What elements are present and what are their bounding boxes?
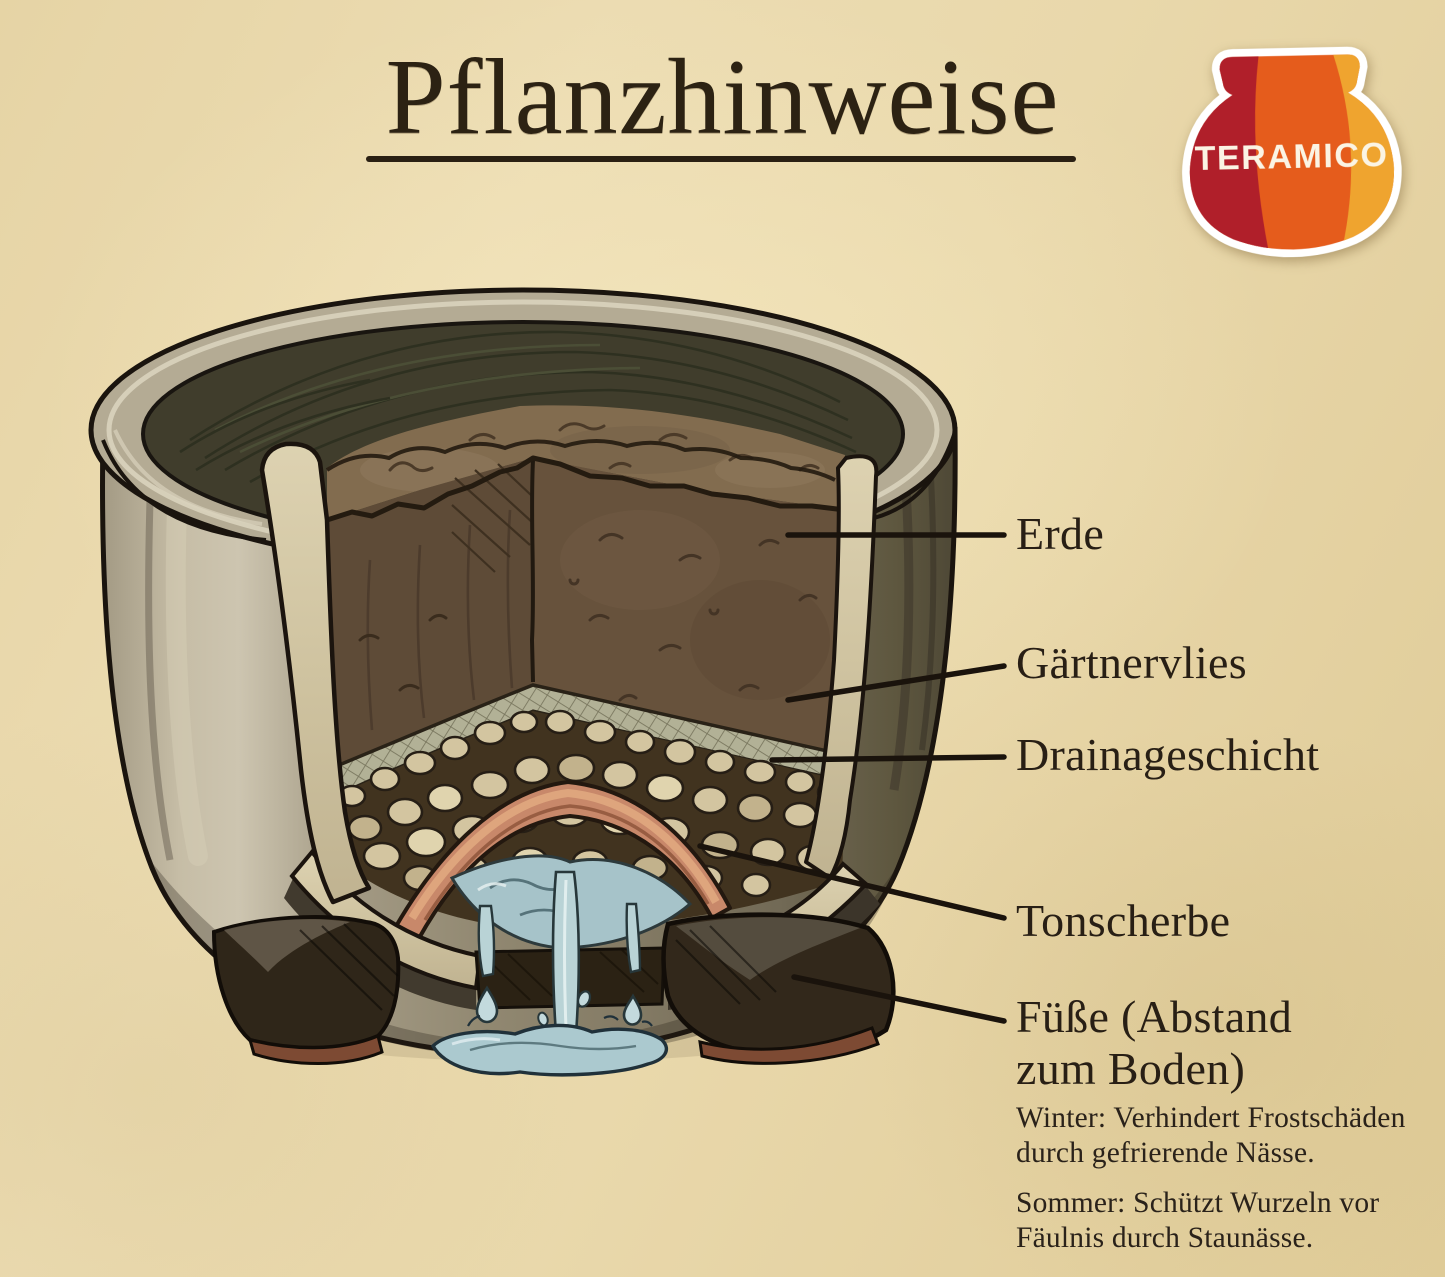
soil-top <box>325 405 845 520</box>
annotation-sommer: Sommer: Schützt Wurzeln vor Fäulnis durc… <box>1016 1186 1379 1255</box>
leader-line-fuesse <box>791 974 1007 1024</box>
clay-shard <box>393 780 732 942</box>
title-underline <box>366 156 1076 162</box>
leader-line-gaertnervlies <box>785 663 1007 703</box>
annotation-sommer-line-1: Sommer: Schützt Wurzeln vor <box>1016 1187 1380 1219</box>
label-fuesse-line-2: zum Boden) <box>1016 1043 1246 1095</box>
interior-scribble-texture <box>179 330 857 484</box>
water-droplet <box>622 993 643 1026</box>
label-erde: Erde <box>1016 508 1105 559</box>
water-pool <box>430 1014 668 1077</box>
leader-lines <box>697 532 1007 1024</box>
label-tonscherbe: Tonscherbe <box>1016 895 1231 946</box>
leader-line-drainageschicht <box>769 754 1007 763</box>
label-fuesse-line-1: Füße (Abstand <box>1016 991 1293 1042</box>
annotation-sommer-line-2: Fäulnis durch Staunässe. <box>1016 1221 1314 1254</box>
leader-line-tonscherbe <box>697 843 1007 921</box>
label-gaertnervlies: Gärtnervlies <box>1016 637 1247 688</box>
water-stream <box>475 870 643 1036</box>
teramico-logo: TERAMICO <box>1182 46 1402 258</box>
label-fuesse: Füße (Abstand zum Boden) <box>1016 991 1292 1096</box>
logo-brand-text: TERAMICO <box>1194 136 1389 178</box>
water-droplet <box>475 985 499 1024</box>
soil-cut-face-right <box>533 458 845 755</box>
rim-front-edges <box>101 429 957 542</box>
annotation-winter-line-1: Winter: Verhindert Frostschäden <box>1016 1102 1406 1134</box>
cut-corner-line <box>529 459 535 683</box>
annotation-winter: Winter: Verhindert Frostschäden durch ge… <box>1016 1101 1406 1170</box>
foot-right <box>661 912 896 1065</box>
cut-wall-edges <box>259 441 879 905</box>
logo-pot-icon: TERAMICO <box>1182 46 1402 258</box>
soil-cut-face-left <box>327 458 533 772</box>
foot-left <box>211 915 401 1065</box>
page-title: Pflanzhinweise <box>385 38 1060 157</box>
label-drainageschicht: Drainageschicht <box>1016 729 1320 780</box>
annotation-winter-line-2: durch gefrierende Nässe. <box>1016 1136 1315 1169</box>
soil-cut-edge <box>326 455 846 523</box>
